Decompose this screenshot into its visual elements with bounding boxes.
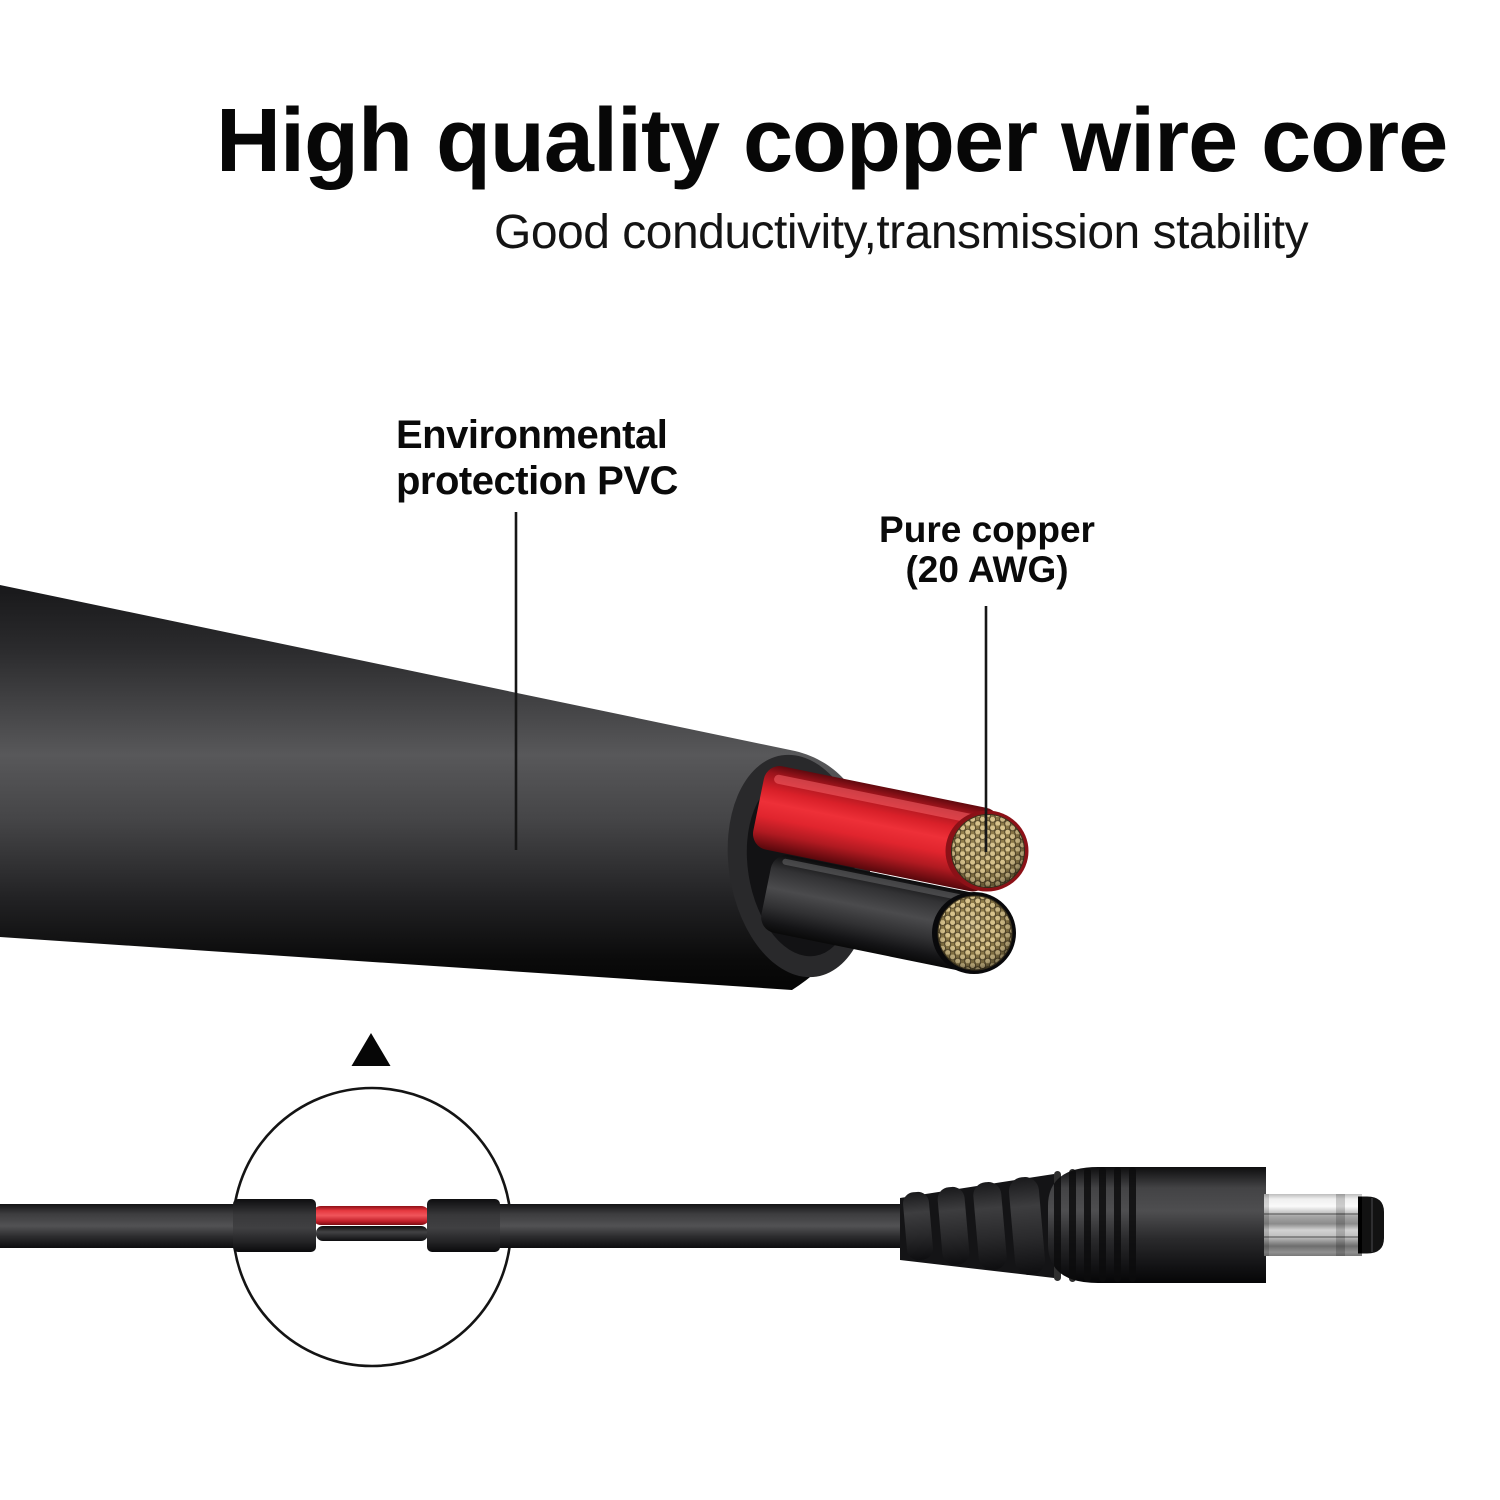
page-subtitle: Good conductivity,transmission stability (494, 206, 1309, 259)
dc-connector-body (1048, 1167, 1266, 1283)
callout-copper-line2: (20 AWG) (905, 549, 1069, 590)
strain-relief-rib (937, 1186, 970, 1265)
strain-relief-rib (973, 1182, 1007, 1270)
metal-step (1264, 1194, 1269, 1256)
bottom-cable-right (493, 1204, 913, 1248)
strain-relief-rib (1008, 1177, 1046, 1275)
callout-pvc-line1: Environmental (396, 413, 668, 457)
callout-pvc-line2: protection PVC (396, 459, 678, 503)
jacket-collar-right (427, 1199, 500, 1252)
callout-pvc-label: Environmental protection PVC (396, 412, 678, 504)
bottom-cable-left (0, 1204, 240, 1248)
metal-groove (1336, 1194, 1345, 1256)
page-title: High quality copper wire core (216, 91, 1448, 191)
callout-copper-label: Pure copper (20 AWG) (827, 510, 1147, 590)
triangle-marker-icon (351, 1033, 391, 1066)
dc-connector (900, 1167, 1384, 1283)
finished-cable-view (0, 1033, 1384, 1368)
callout-copper-line1: Pure copper (879, 509, 1095, 550)
stripped-red-wire (312, 1206, 430, 1225)
dc-connector-metal-barrel (1264, 1194, 1362, 1256)
black-wire (761, 855, 1016, 974)
stripped-black-wire (316, 1226, 428, 1241)
cutaway-cable (0, 585, 1029, 990)
strain-relief-rib (903, 1191, 933, 1261)
jacket-collar-left (233, 1199, 316, 1252)
tip-ridge (1358, 1196, 1362, 1254)
cable-jacket (0, 585, 872, 990)
dc-connector-body-ribs (1054, 1167, 1136, 1282)
red-wire (752, 766, 1029, 892)
